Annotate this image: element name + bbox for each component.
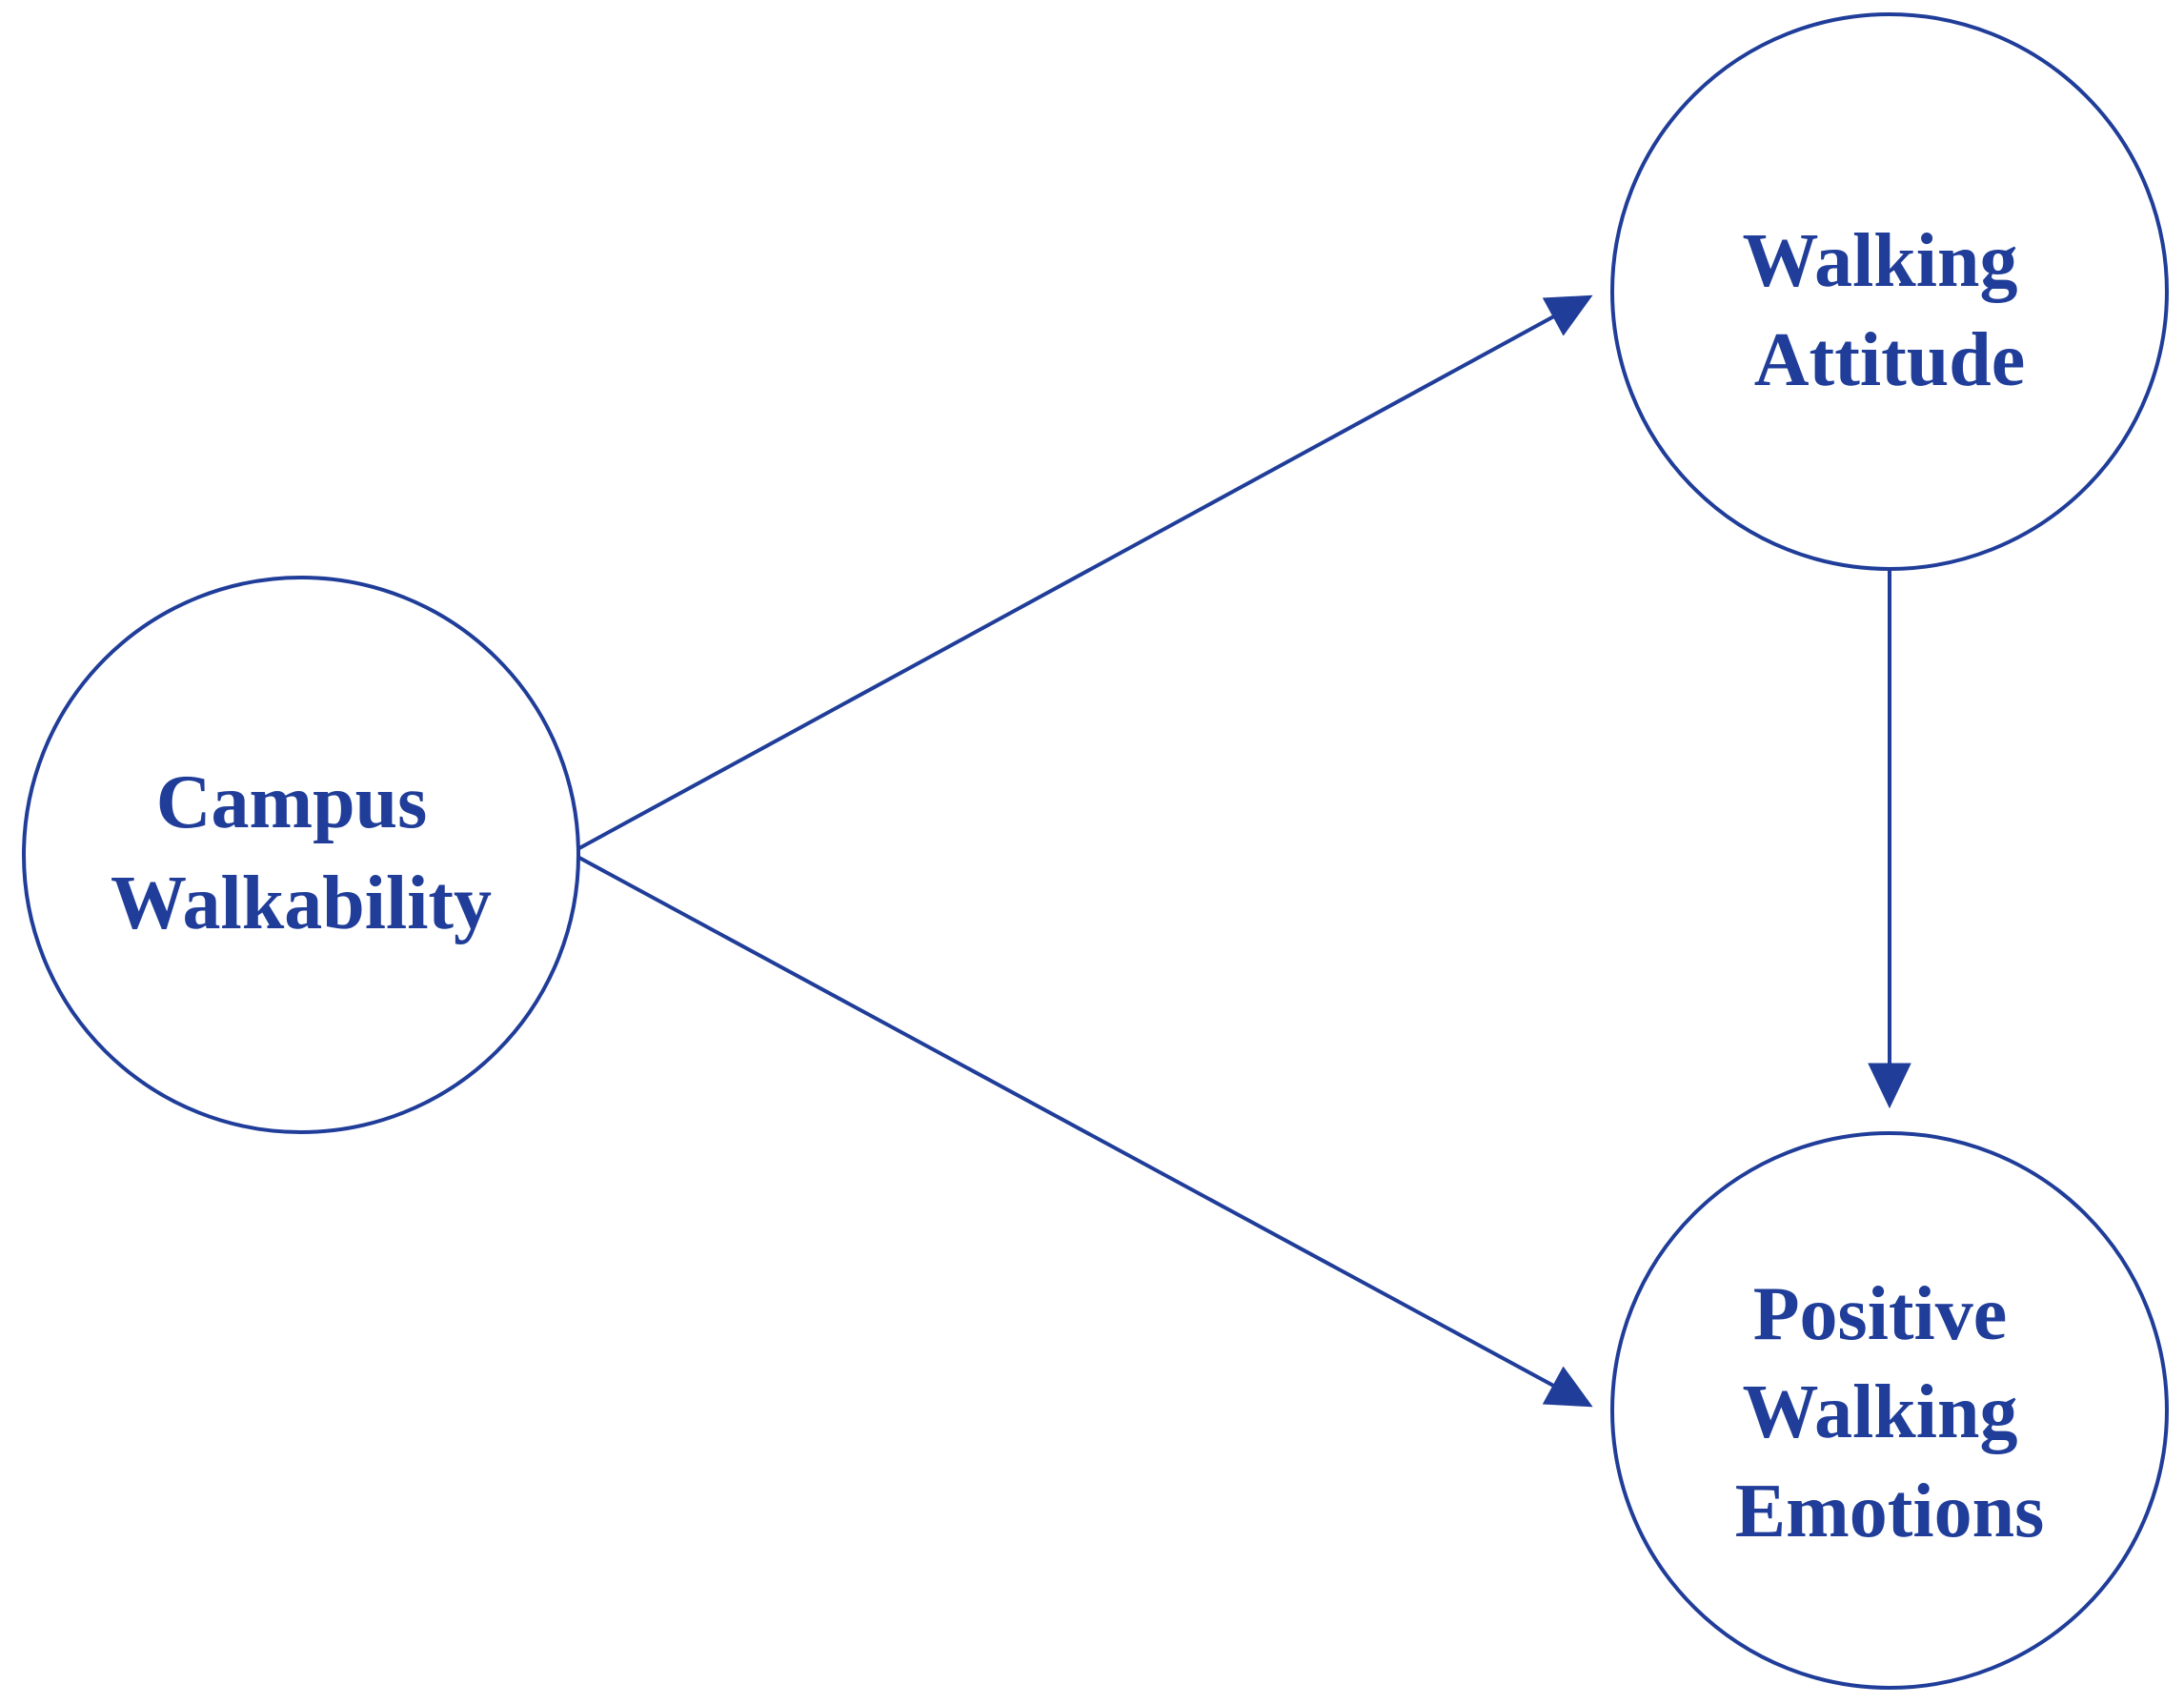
node-label-campus-walkability: Campus Walkability <box>111 761 492 945</box>
node-label-line: Attitude <box>1754 318 2025 402</box>
node-walking-attitude: Walking Attitude <box>1610 12 2169 571</box>
node-label-positive-walking-emotions: Positive Walking Emotions <box>1735 1272 2045 1553</box>
node-label-line: Positive <box>1753 1272 2008 1356</box>
node-label-line: Campus <box>156 761 428 844</box>
edge-campus-walkability-to-walking-attitude <box>578 313 1558 850</box>
edges <box>578 294 1911 1408</box>
node-campus-walkability: Campus Walkability <box>22 576 580 1134</box>
arrowhead-positive-walking-emotions-from-attitude <box>1868 1063 1911 1109</box>
node-label-line: Walking <box>1742 219 2017 303</box>
node-circle-campus-walkability <box>22 576 580 1134</box>
node-circle-walking-attitude <box>1610 12 2169 571</box>
node-label-line: Walkability <box>111 862 492 945</box>
node-label-line: Emotions <box>1735 1470 2045 1553</box>
arrowhead-positive-walking-emotions-from-campus <box>1542 1366 1593 1408</box>
node-label-walking-attitude: Walking Attitude <box>1742 219 2036 402</box>
node-positive-walking-emotions: Positive Walking Emotions <box>1610 1131 2169 1690</box>
edge-campus-walkability-to-positive-walking-emotions <box>578 856 1558 1390</box>
node-circle-positive-walking-emotions <box>1610 1131 2169 1690</box>
node-label-line: Walking <box>1742 1370 2017 1454</box>
arrowhead-walking-attitude <box>1542 294 1593 336</box>
